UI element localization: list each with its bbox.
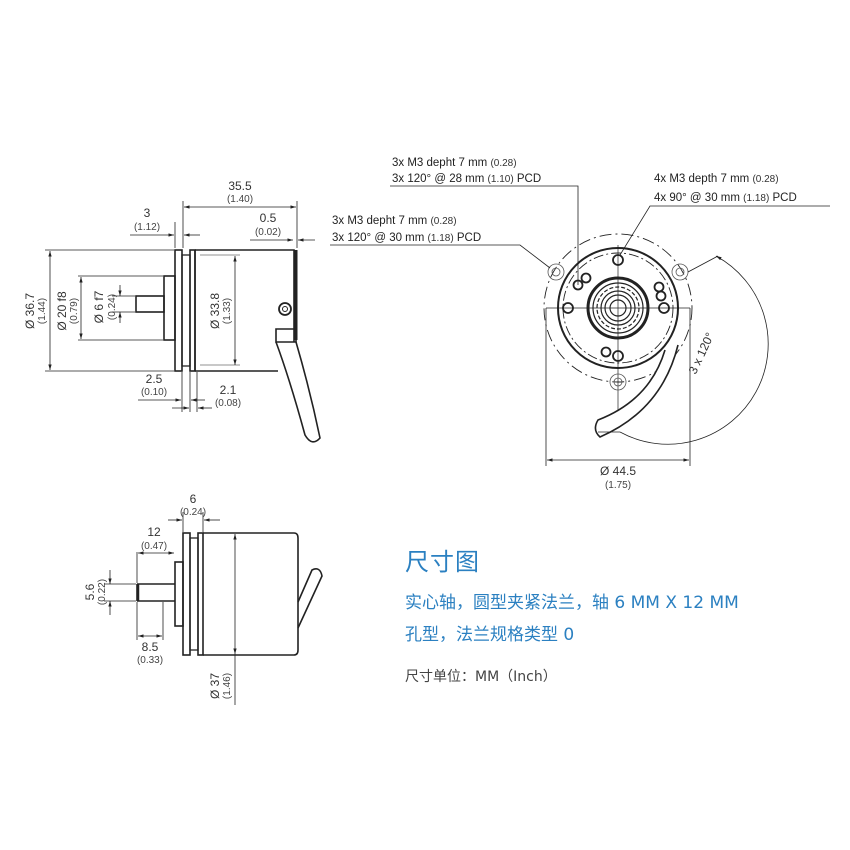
dim-flange-thickness: 3 <box>144 206 151 220</box>
cable <box>275 341 321 443</box>
flange-outline <box>174 249 183 372</box>
cable-gland <box>275 328 297 343</box>
svg-text:(0.24): (0.24) <box>180 507 206 518</box>
leader-b <box>330 244 551 269</box>
front-view <box>330 185 830 466</box>
dim-flange-width: 6 <box>190 492 197 506</box>
dim-flange-diameter: Ø 36.7 <box>23 293 37 329</box>
cable <box>594 344 679 438</box>
dim-spigot-diameter: Ø 20 f8 <box>55 291 69 331</box>
side-view <box>45 201 321 443</box>
hole-note-c-line1: 4x M3 depth 7 mm (0.28) <box>654 173 779 185</box>
svg-text:(0.08): (0.08) <box>215 398 241 409</box>
mounting-holes <box>562 254 670 362</box>
flange-outline <box>182 532 191 656</box>
dim-groove-left: 2.5 <box>146 372 163 386</box>
leader-c <box>619 205 830 256</box>
dim-overall-length: 35.5 <box>228 179 252 193</box>
leader-a <box>390 185 579 285</box>
caption-description-line1: 实心轴，圆型夹紧法兰，轴 6 MM X 12 MM <box>405 593 739 613</box>
svg-text:(1.44): (1.44) <box>37 298 48 324</box>
bottom-view-labels: 6 (0.24) 12 (0.47) 5.6 (0.22) 8.5 (0.33)… <box>83 492 233 699</box>
caption-description-line2: 孔型，法兰规格类型 0 <box>405 625 575 645</box>
dim-outer-diameter: Ø 44.5 <box>600 464 636 478</box>
dim-shaft-diameter: Ø 6 f7 <box>92 290 106 323</box>
hole-note-a-line2: 3x 120° @ 28 mm (1.10) PCD <box>392 173 541 185</box>
spigot-outline <box>174 561 184 627</box>
angle-label: 3 x 120° <box>686 330 717 376</box>
caption-title: 尺寸图 <box>405 548 480 576</box>
hole-note-b-line1: 3x M3 depht 7 mm (0.28) <box>332 215 457 227</box>
body-outline <box>195 249 295 372</box>
svg-text:(0.02): (0.02) <box>255 227 281 238</box>
dim-shaft-length: 12 <box>147 525 161 539</box>
svg-text:(0.24): (0.24) <box>107 294 118 320</box>
dim-body-diameter-bottom: Ø 37 <box>208 673 222 699</box>
caption-units: 尺寸单位：MM（Inch） <box>405 669 557 685</box>
front-view-labels: 3x M3 depht 7 mm (0.28) 3x 120° @ 28 mm … <box>332 157 797 491</box>
svg-text:(0.22): (0.22) <box>97 579 108 605</box>
screw-icon <box>278 302 292 316</box>
spigot-outline <box>163 275 176 341</box>
hole-note-a-line1: 3x M3 depht 7 mm (0.28) <box>392 157 517 169</box>
svg-text:(0.47): (0.47) <box>141 541 167 552</box>
side-view-labels: 35.5 (1.40) 3 (1.12) 0.5 (0.02) Ø 36.7 (… <box>23 179 281 409</box>
dim-flat-height: 5.6 <box>83 583 97 600</box>
dim-flat-length: 8.5 <box>142 640 159 654</box>
svg-text:(0.10): (0.10) <box>141 387 167 398</box>
svg-text:(1.33): (1.33) <box>222 298 233 324</box>
body-outline <box>203 532 299 656</box>
svg-text:(1.46): (1.46) <box>222 673 233 699</box>
bottom-view <box>104 512 323 705</box>
dim-groove-right: 2.1 <box>220 383 237 397</box>
svg-text:(0.33): (0.33) <box>137 655 163 666</box>
shaft-outline <box>135 295 165 313</box>
hole-note-c-line2: 4x 90° @ 30 mm (1.18) PCD <box>654 192 797 204</box>
cable-stub <box>297 568 323 629</box>
svg-text:(1.12): (1.12) <box>134 222 160 233</box>
dim-body-diameter: Ø 33.8 <box>208 293 222 329</box>
svg-text:(0.79): (0.79) <box>69 298 80 324</box>
svg-text:(1.75): (1.75) <box>605 480 631 491</box>
shaft-outline <box>136 583 175 602</box>
svg-text:(1.40): (1.40) <box>227 194 253 205</box>
hole-note-b-line2: 3x 120° @ 30 mm (1.18) PCD <box>332 232 481 244</box>
dim-rear-offset: 0.5 <box>260 211 277 225</box>
